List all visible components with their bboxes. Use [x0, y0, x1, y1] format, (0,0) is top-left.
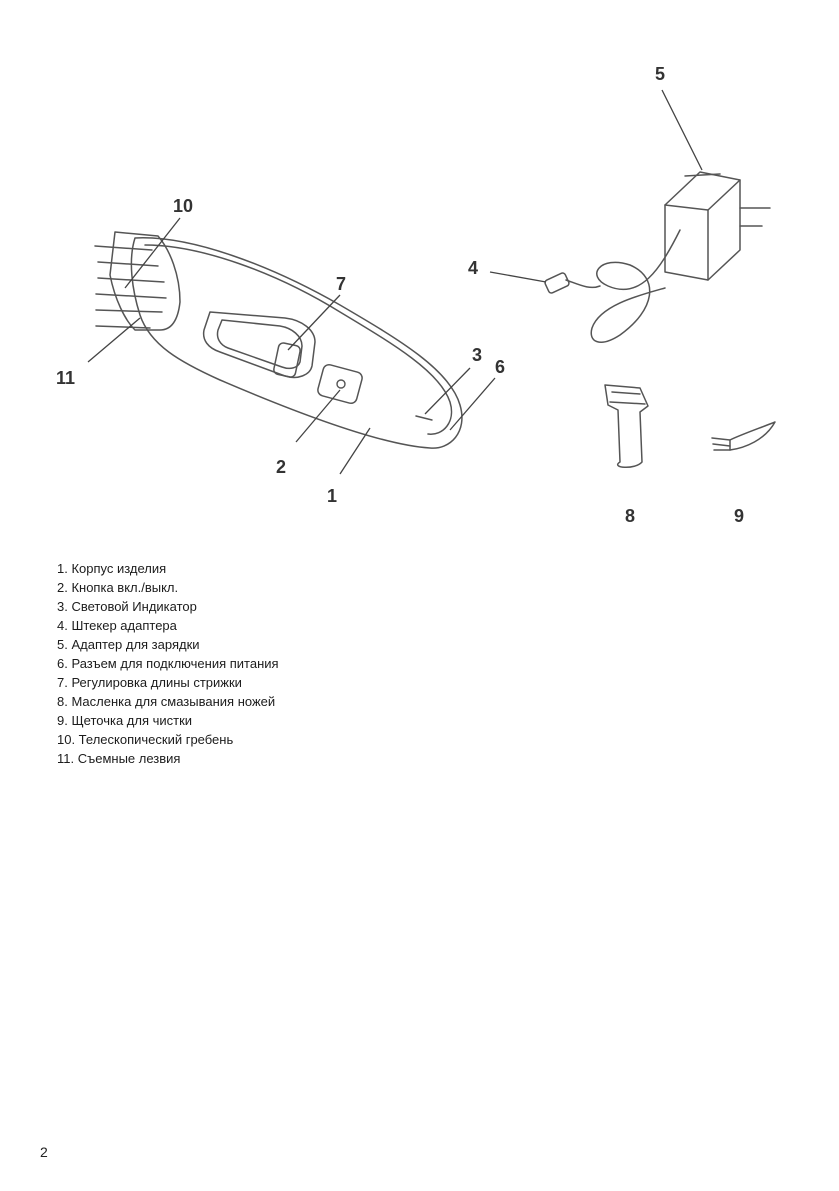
legend-item: 11. Съемные лезвия — [57, 751, 181, 766]
callout-7: 7 — [336, 274, 346, 294]
charger-adapter — [664, 171, 771, 281]
clipper-body — [130, 237, 463, 449]
oil-bottle — [604, 384, 649, 468]
cleaning-brush — [711, 421, 776, 451]
legend-item: 4. Штекер адаптера — [57, 618, 177, 633]
callout-8: 8 — [625, 506, 635, 526]
callout-9: 9 — [734, 506, 744, 526]
legend-item: 7. Регулировка длины стрижки — [57, 675, 242, 690]
legend-item: 2. Кнопка вкл./выкл. — [57, 580, 179, 595]
product-diagram: 1 2 3 4 5 6 7 8 9 10 11 — [56, 64, 776, 526]
legend-item: 10. Телескопический гребень — [57, 732, 234, 747]
page-number: 2 — [40, 1144, 48, 1160]
adapter-cord — [544, 229, 681, 343]
legend-item: 1. Корпус изделия — [57, 561, 167, 576]
callout-2: 2 — [276, 457, 286, 477]
callout-10: 10 — [173, 196, 193, 216]
comb-and-blades — [94, 231, 181, 331]
legend-item: 5. Адаптер для зарядки — [57, 637, 200, 652]
callout-3: 3 — [472, 345, 482, 365]
parts-legend: 1. Корпус изделия 2. Кнопка вкл./выкл. 3… — [57, 559, 279, 768]
callout-6: 6 — [495, 357, 505, 377]
callout-5: 5 — [655, 64, 665, 84]
callout-1: 1 — [327, 486, 337, 506]
legend-item: 3. Световой Индикатор — [57, 599, 197, 614]
legend-item: 6. Разъем для подключения питания — [57, 656, 279, 671]
callout-4: 4 — [468, 258, 478, 278]
callout-11: 11 — [56, 368, 75, 388]
legend-item: 8. Масленка для смазывания ножей — [57, 694, 276, 709]
legend-item: 9. Щеточка для чистки — [57, 713, 193, 728]
